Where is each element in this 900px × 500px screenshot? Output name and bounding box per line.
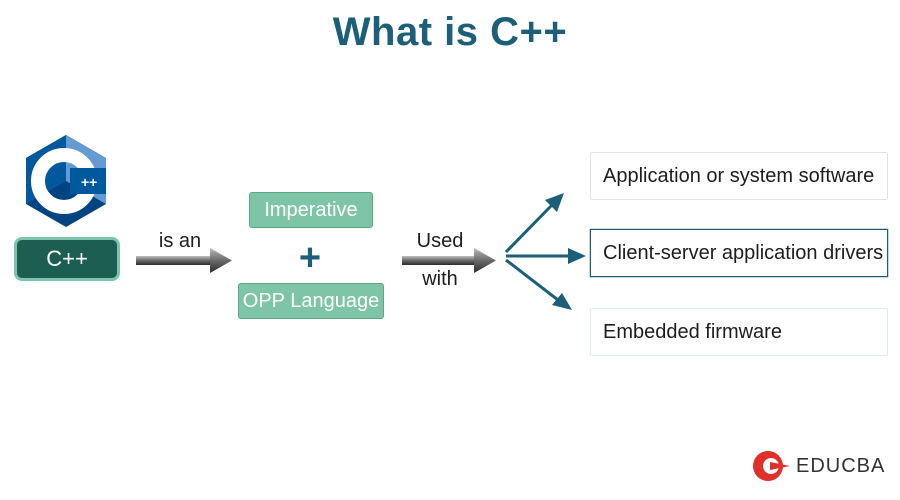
cpp-source-label: C++ [46, 246, 88, 271]
svg-text:++: ++ [81, 174, 97, 190]
use-label: Embedded firmware [603, 320, 782, 343]
fan-arrows [504, 193, 586, 310]
imperative-label: Imperative [264, 198, 358, 221]
use-box-application-software: Application or system software [591, 153, 887, 199]
use-label: Client-server application drivers [603, 241, 884, 264]
arrow-is-an [136, 248, 232, 273]
opp-language-label: OPP Language [242, 289, 380, 312]
cpp-hexagon-logo-icon: ++ [26, 135, 106, 227]
plus-sign: + [298, 237, 322, 279]
brand-name: EDUCBA [796, 455, 886, 477]
imperative-box: Imperative [249, 192, 373, 228]
use-label: Application or system software [603, 164, 875, 187]
arrow-label-with: with [422, 268, 458, 290]
cpp-source-box: C++ [14, 237, 120, 281]
arrow-used-with [402, 248, 496, 273]
opp-language-box: OPP Language [238, 283, 384, 319]
use-box-client-server-drivers: Client-server application drivers [591, 230, 887, 276]
page-title: What is C++ [332, 10, 568, 54]
arrow-label-is-an: is an [158, 230, 202, 252]
educba-logo-icon [753, 451, 790, 481]
use-box-embedded-firmware: Embedded firmware [591, 309, 887, 355]
arrow-label-used: Used [416, 230, 464, 252]
